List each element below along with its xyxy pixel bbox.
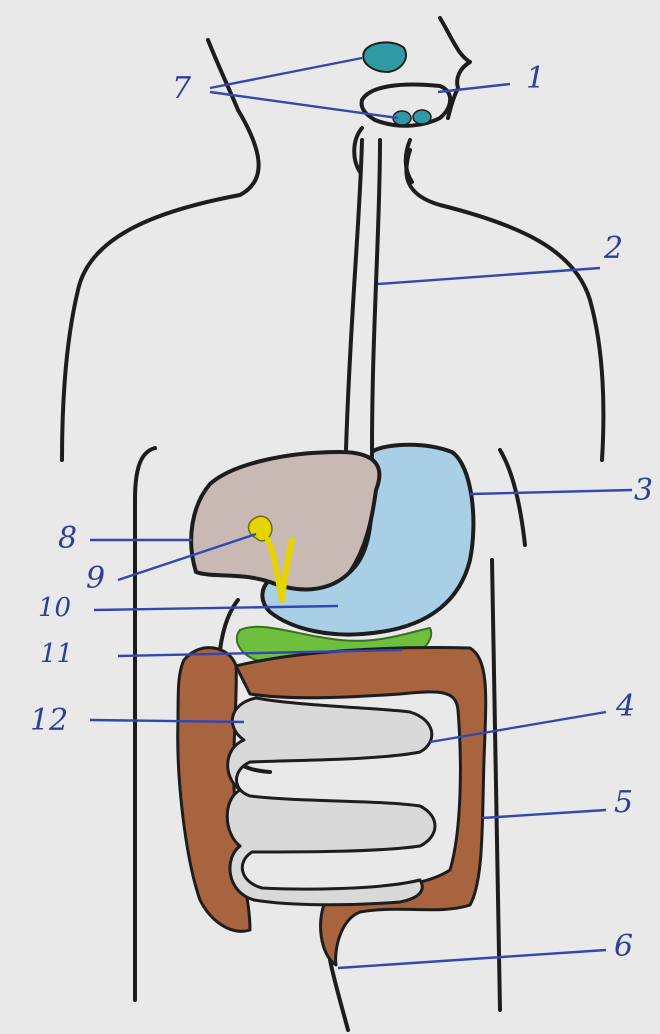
salivary-gland-top [363, 42, 406, 72]
left-shoulder-outline [62, 110, 259, 460]
head-left-outline [208, 40, 238, 110]
label-8: 8 [58, 521, 77, 556]
esophagus-right-wall [372, 140, 380, 450]
label-12: 12 [30, 703, 68, 738]
label-6: 6 [614, 929, 633, 964]
right-torso-outline-lower [492, 560, 500, 1010]
esophagus [346, 140, 380, 450]
pointer-3 [470, 490, 632, 494]
head-right-outline [440, 18, 470, 118]
pointer-5 [482, 810, 606, 818]
label-10: 10 [38, 593, 71, 623]
rectum-outline [330, 960, 348, 1030]
pointer-2 [378, 268, 600, 284]
label-5: 5 [614, 785, 633, 820]
esophagus-left-wall [346, 140, 362, 450]
salivary-gland-lower-right [413, 110, 431, 124]
right-shoulder-outline [406, 150, 603, 460]
label-7: 7 [172, 71, 192, 106]
pointer-7a [210, 58, 362, 88]
pointer-1 [438, 84, 510, 92]
right-torso-outline [500, 450, 525, 545]
left-torso-outline [135, 448, 155, 1000]
label-2: 2 [603, 231, 623, 266]
label-9: 9 [86, 561, 105, 596]
label-3: 3 [634, 473, 653, 508]
mouth-region [354, 42, 450, 182]
label-11: 11 [40, 639, 73, 669]
label-4: 4 [615, 689, 635, 724]
pointer-6 [338, 950, 606, 968]
pointer-4 [430, 712, 606, 742]
label-1: 1 [526, 61, 545, 96]
small-intestine [227, 698, 435, 905]
